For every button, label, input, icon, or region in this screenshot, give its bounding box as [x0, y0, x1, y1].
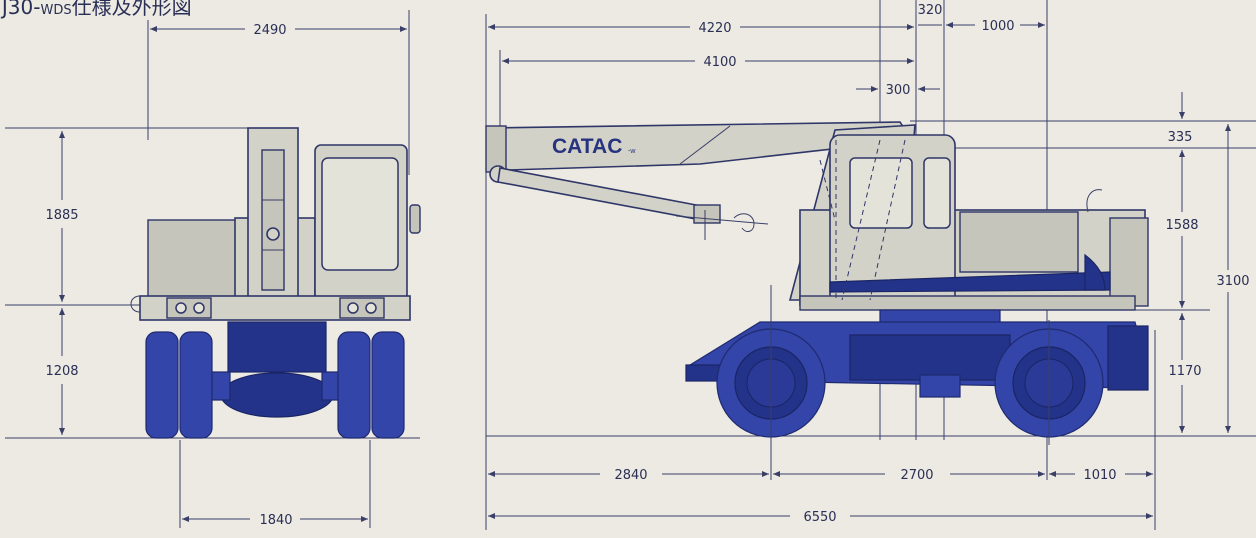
front-counterweight-left: [147, 219, 241, 299]
front-tire: [145, 331, 179, 439]
svg-text:-w: -w: [628, 148, 636, 155]
dim-front-width: 2490: [253, 23, 286, 38]
jib: [497, 167, 713, 223]
dim-6550: 6550: [803, 510, 836, 525]
side-view: 4220 4100 320 1000 300 335 1588 3100 117…: [485, 0, 1256, 530]
dim-1000: 1000: [981, 19, 1014, 34]
dim-335: 335: [1168, 130, 1193, 145]
dim-1010: 1010: [1083, 468, 1116, 483]
cab-window-front: [849, 157, 913, 229]
drawing-title: IJ30-WDS仕様及外形図: [0, 0, 192, 19]
boom-head: [485, 125, 507, 173]
dim-4100: 4100: [703, 55, 736, 70]
dim-1170: 1170: [1168, 364, 1201, 379]
cab-window-side: [923, 157, 951, 229]
front-light-right: [339, 297, 385, 319]
front-tire: [179, 331, 213, 439]
front-tire: [371, 331, 405, 439]
counterweight: [1109, 217, 1149, 307]
dim-1588: 1588: [1165, 218, 1198, 233]
dim-front-lower: 1208: [45, 364, 78, 379]
front-view: 2490 1840 1885 1208: [5, 10, 421, 528]
front-tire: [337, 331, 371, 439]
catac-logo: CATAC: [552, 135, 622, 158]
front-cab-window: [321, 157, 399, 271]
boom-pin-icon: [266, 227, 280, 241]
dim-4220: 4220: [698, 21, 731, 36]
dim-2700: 2700: [900, 468, 933, 483]
dim-front-track: 1840: [259, 513, 292, 528]
dim-300: 300: [886, 83, 911, 98]
rear-outrigger: [1107, 325, 1149, 391]
dim-3100: 3100: [1216, 274, 1249, 289]
dim-320: 320: [918, 3, 943, 18]
dim-front-upper: 1885: [45, 208, 78, 223]
dim-2840: 2840: [614, 468, 647, 483]
hook-icon: [733, 213, 755, 232]
